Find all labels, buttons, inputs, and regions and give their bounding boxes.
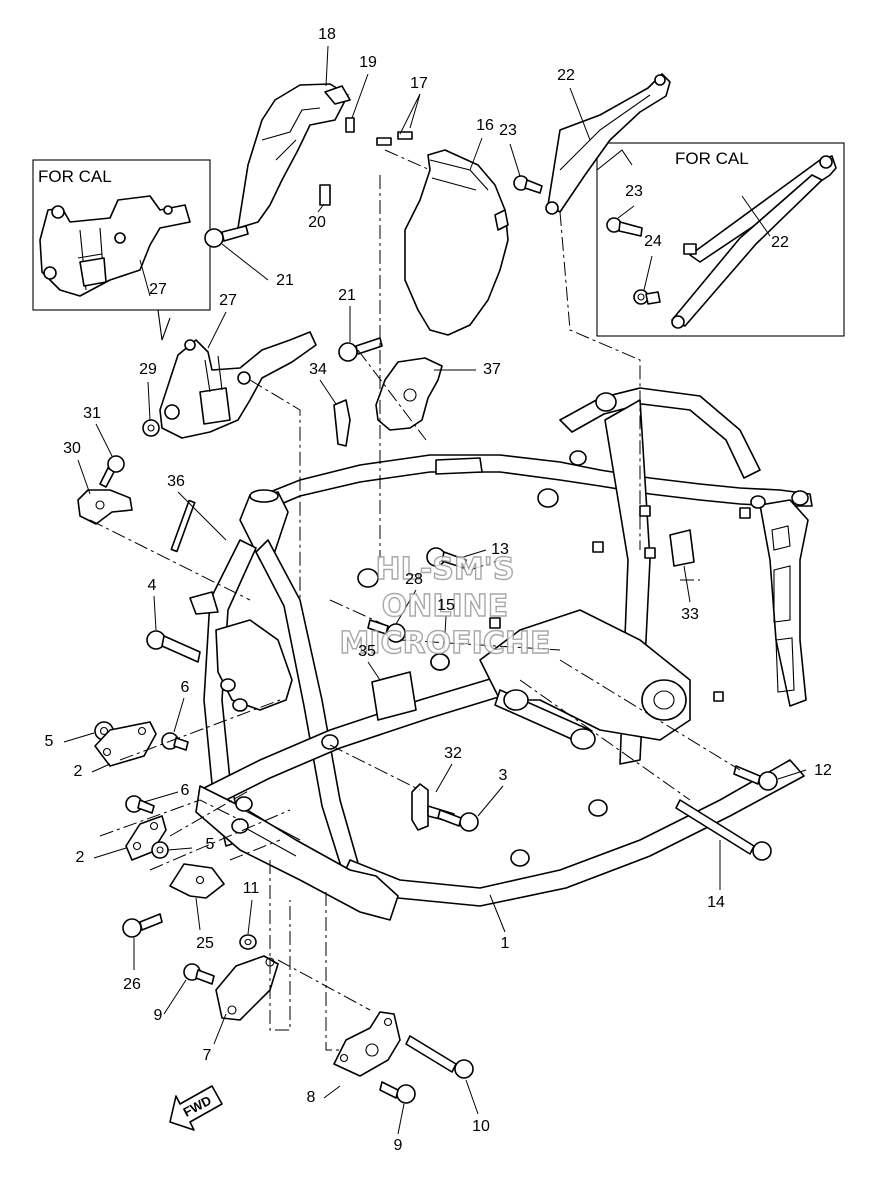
bolt-31 (99, 455, 125, 488)
watermark: HL-SM'S ONLINE MICROFICHE (339, 551, 551, 661)
leader-lines (63, 45, 807, 1135)
cover-37 (375, 357, 443, 431)
callout-c3: 3 (499, 767, 508, 784)
bolt-26 (122, 913, 163, 938)
bracket-30 (77, 489, 133, 525)
callout-c32: 32 (444, 745, 462, 762)
callout-c35: 35 (358, 643, 376, 660)
plate-7 (215, 955, 279, 1021)
callout-c13: 13 (491, 541, 509, 558)
damper-29 (142, 419, 160, 437)
bolt-9a (183, 963, 215, 985)
callout-c22a: 22 (557, 67, 575, 84)
callout-c27b: 27 (219, 292, 237, 309)
watermark-line-1: HL-SM'S (376, 552, 515, 587)
label-17b (397, 131, 413, 140)
callout-c26: 26 (123, 976, 141, 993)
callout-c16: 16 (476, 117, 494, 134)
clip-19 (345, 117, 355, 133)
washer-11 (239, 934, 257, 950)
callout-c2b: 2 (76, 849, 85, 866)
callout-c28: 28 (405, 571, 423, 588)
bolt-6b (125, 795, 155, 814)
callout-numbers: 1223455667899101112131415161718192021212… (45, 26, 832, 1154)
bolt-3 (437, 809, 479, 832)
collar-15 (430, 653, 450, 671)
bolt-28 (367, 619, 406, 643)
callout-c34: 34 (309, 361, 327, 378)
damper-36 (170, 499, 196, 553)
bolt-9b (379, 1081, 416, 1104)
label-33 (669, 529, 695, 567)
callout-c21b: 21 (338, 287, 356, 304)
callout-c23b: 23 (625, 183, 643, 200)
callout-c22b: 22 (771, 234, 789, 251)
bolt-10 (405, 1035, 474, 1079)
nut-5b (151, 841, 169, 859)
bolt-4 (146, 630, 201, 663)
plate-2a (94, 721, 157, 767)
bolt-13 (426, 547, 467, 569)
callout-c4: 4 (148, 577, 157, 594)
cover-18 (237, 83, 351, 229)
callout-c36: 36 (167, 473, 185, 490)
callout-c9a: 9 (154, 1007, 163, 1024)
damper-34 (333, 399, 351, 447)
label-35 (371, 671, 417, 721)
callout-c5b: 5 (206, 836, 215, 853)
bracket-27 (159, 331, 317, 439)
callout-c27a: 27 (149, 281, 167, 298)
bracket-25 (169, 863, 225, 899)
inset-box-left: FOR CAL (32, 159, 211, 341)
callout-c12: 12 (814, 762, 832, 779)
callout-c9b: 9 (394, 1137, 403, 1154)
callout-c6b: 6 (181, 782, 190, 799)
callout-c5a: 5 (45, 733, 54, 750)
bolt-21b (338, 337, 383, 362)
bolt-12 (733, 765, 778, 791)
inset-box-right: FOR CAL (596, 142, 845, 337)
callout-c37: 37 (483, 361, 501, 378)
bolt-23 (513, 175, 543, 194)
damper-20 (319, 184, 331, 206)
callout-c14: 14 (707, 894, 725, 911)
callout-c15: 15 (437, 597, 455, 614)
callout-c29: 29 (139, 361, 157, 378)
bolt-6a (161, 732, 189, 751)
inset-box-left-label: FOR CAL (38, 167, 112, 186)
bolt-14 (675, 799, 772, 861)
callout-c33: 33 (681, 606, 699, 623)
callout-c10: 10 (472, 1118, 490, 1135)
watermark-line-2: ONLINE (382, 589, 509, 624)
callout-c6a: 6 (181, 679, 190, 696)
callout-c20: 20 (308, 214, 326, 231)
callout-c31: 31 (83, 405, 101, 422)
bolt-21a (204, 225, 249, 248)
callout-c24: 24 (644, 233, 662, 250)
callout-c7: 7 (203, 1047, 212, 1064)
fwd-arrow: FWD (169, 1085, 223, 1131)
cover-16 (404, 149, 509, 336)
plate-2b (125, 815, 167, 861)
callout-c21a: 21 (276, 272, 294, 289)
callout-c19: 19 (359, 54, 377, 71)
inset-box-right-label: FOR CAL (675, 149, 749, 168)
callout-c25: 25 (196, 935, 214, 952)
bracket-32 (411, 783, 455, 831)
callout-c8: 8 (307, 1089, 316, 1106)
callout-c11: 11 (243, 880, 260, 897)
callout-c1: 1 (501, 935, 510, 952)
frame-1 (189, 387, 813, 921)
callout-c30: 30 (63, 440, 81, 457)
label-17a (376, 137, 392, 146)
callout-c17: 17 (410, 75, 428, 92)
plate-8 (333, 1011, 401, 1077)
callout-c18: 18 (318, 26, 336, 43)
watermark-line-3: MICROFICHE (340, 626, 551, 661)
callout-c23a: 23 (499, 122, 517, 139)
callout-c2a: 2 (74, 763, 83, 780)
brace-22 (545, 73, 671, 215)
alignment-lines (89, 149, 741, 1051)
